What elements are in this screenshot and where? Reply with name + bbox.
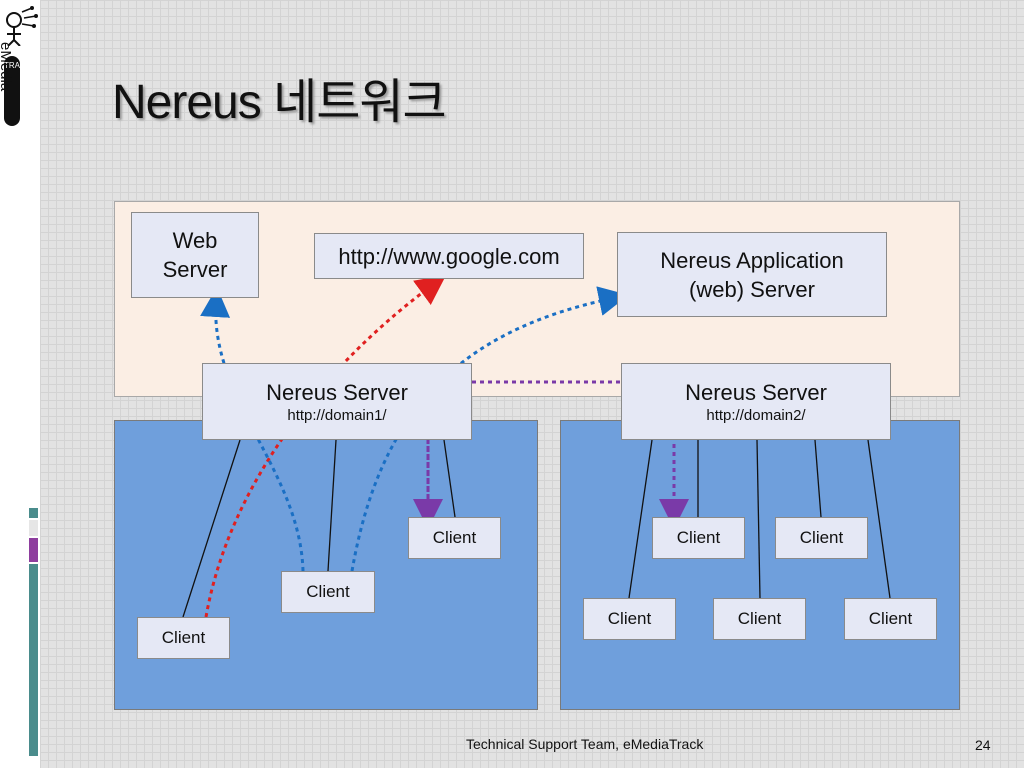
client-box: Client — [652, 517, 745, 559]
nereus-server-1-name: Nereus Server — [266, 380, 408, 405]
client-label: Client — [432, 528, 477, 547]
nereus-app-server-box: Nereus Application (web) Server — [617, 232, 887, 317]
client-box: Client — [775, 517, 868, 559]
client-box: Client — [408, 517, 501, 559]
client-box: Client — [844, 598, 937, 640]
client-label: Client — [607, 609, 652, 628]
slide-footer: Technical Support Team, eMediaTrack — [466, 736, 704, 752]
logo-wordmark: eMedia — [0, 42, 14, 92]
domain2-zone — [560, 420, 960, 710]
side-accent-bars — [29, 508, 38, 756]
nereus-server-domain1-box: Nereus Server http://domain1/ — [202, 363, 472, 440]
web-server-label: Web Server — [162, 228, 228, 282]
client-box: Client — [281, 571, 375, 613]
domain1-zone — [114, 420, 538, 710]
logo-track-badge: TRACK — [4, 56, 31, 126]
google-url-label: http://www.google.com — [338, 243, 560, 269]
app-server-label: Nereus Application (web) Server — [660, 247, 844, 302]
client-box: Client — [137, 617, 230, 659]
page-number: 24 — [975, 737, 991, 753]
client-label: Client — [799, 528, 844, 547]
logo-figure-icon — [6, 6, 38, 47]
nereus-server-1-url: http://domain1/ — [287, 407, 387, 424]
slide-title: Nereus 네트워크 — [112, 76, 447, 129]
web-server-box: Web Server — [131, 212, 259, 298]
google-box: http://www.google.com — [314, 233, 584, 279]
nereus-server-2-url: http://domain2/ — [706, 407, 806, 424]
client-label: Client — [676, 528, 721, 547]
nereus-server-domain2-box: Nereus Server http://domain2/ — [621, 363, 891, 440]
nereus-server-2-name: Nereus Server — [685, 380, 827, 405]
client-box: Client — [713, 598, 806, 640]
client-label: Client — [868, 609, 913, 628]
client-label: Client — [161, 628, 206, 647]
emediatrack-logo: TRACK eMedia — [0, 6, 38, 126]
client-label: Client — [737, 609, 782, 628]
client-box: Client — [583, 598, 676, 640]
client-label: Client — [306, 582, 350, 601]
